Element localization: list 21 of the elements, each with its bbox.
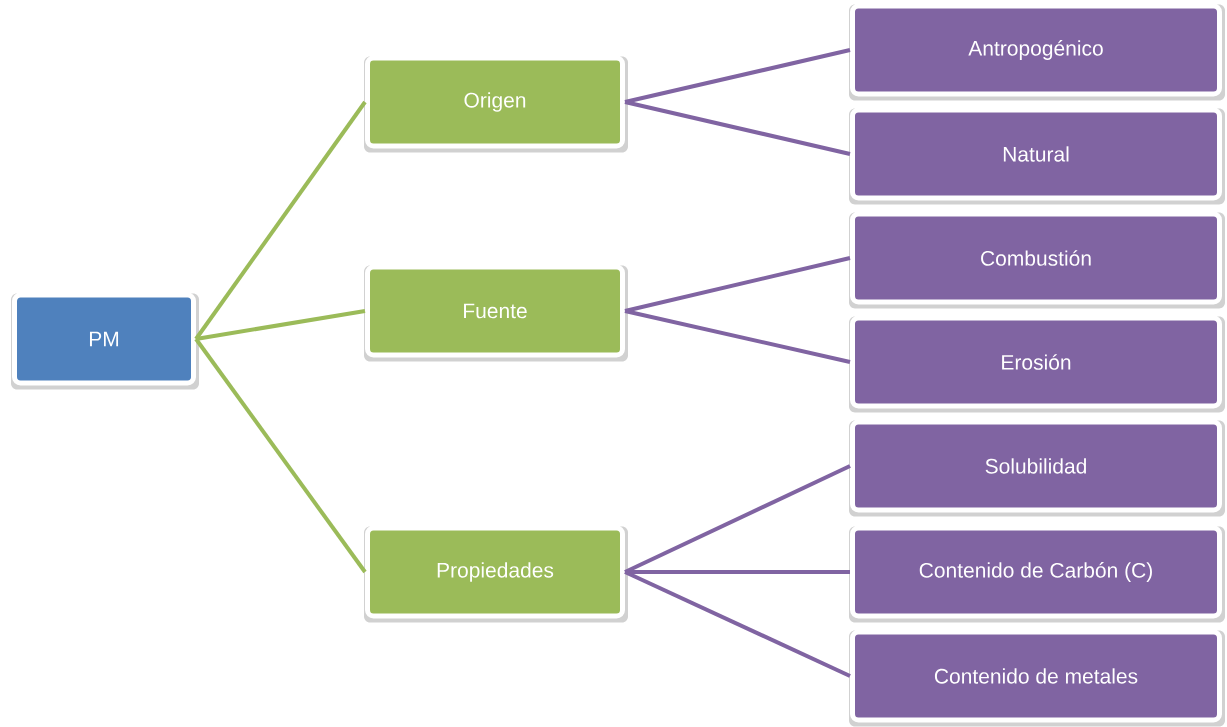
connector	[194, 100, 367, 341]
item-box: Contenido de metales	[849, 629, 1225, 727]
item-box: Antropogénico	[849, 3, 1225, 101]
item-box: Solubilidad	[849, 419, 1225, 517]
connector	[195, 309, 366, 341]
connector	[624, 309, 851, 364]
item-box: Natural	[849, 107, 1225, 205]
connector	[624, 464, 851, 574]
category-box: Origen	[364, 55, 628, 153]
connector	[194, 337, 367, 574]
root-box: PM	[11, 292, 199, 390]
item-box: Combustión	[849, 211, 1225, 309]
item-box: Erosión	[849, 315, 1225, 413]
category-box: Propiedades	[364, 525, 628, 623]
connector	[624, 570, 851, 678]
connector	[624, 100, 851, 156]
connector	[624, 48, 851, 104]
item-box: Contenido de Carbón (C)	[849, 525, 1225, 623]
connector	[625, 570, 850, 574]
category-box: Fuente	[364, 264, 628, 362]
connector	[624, 256, 851, 313]
